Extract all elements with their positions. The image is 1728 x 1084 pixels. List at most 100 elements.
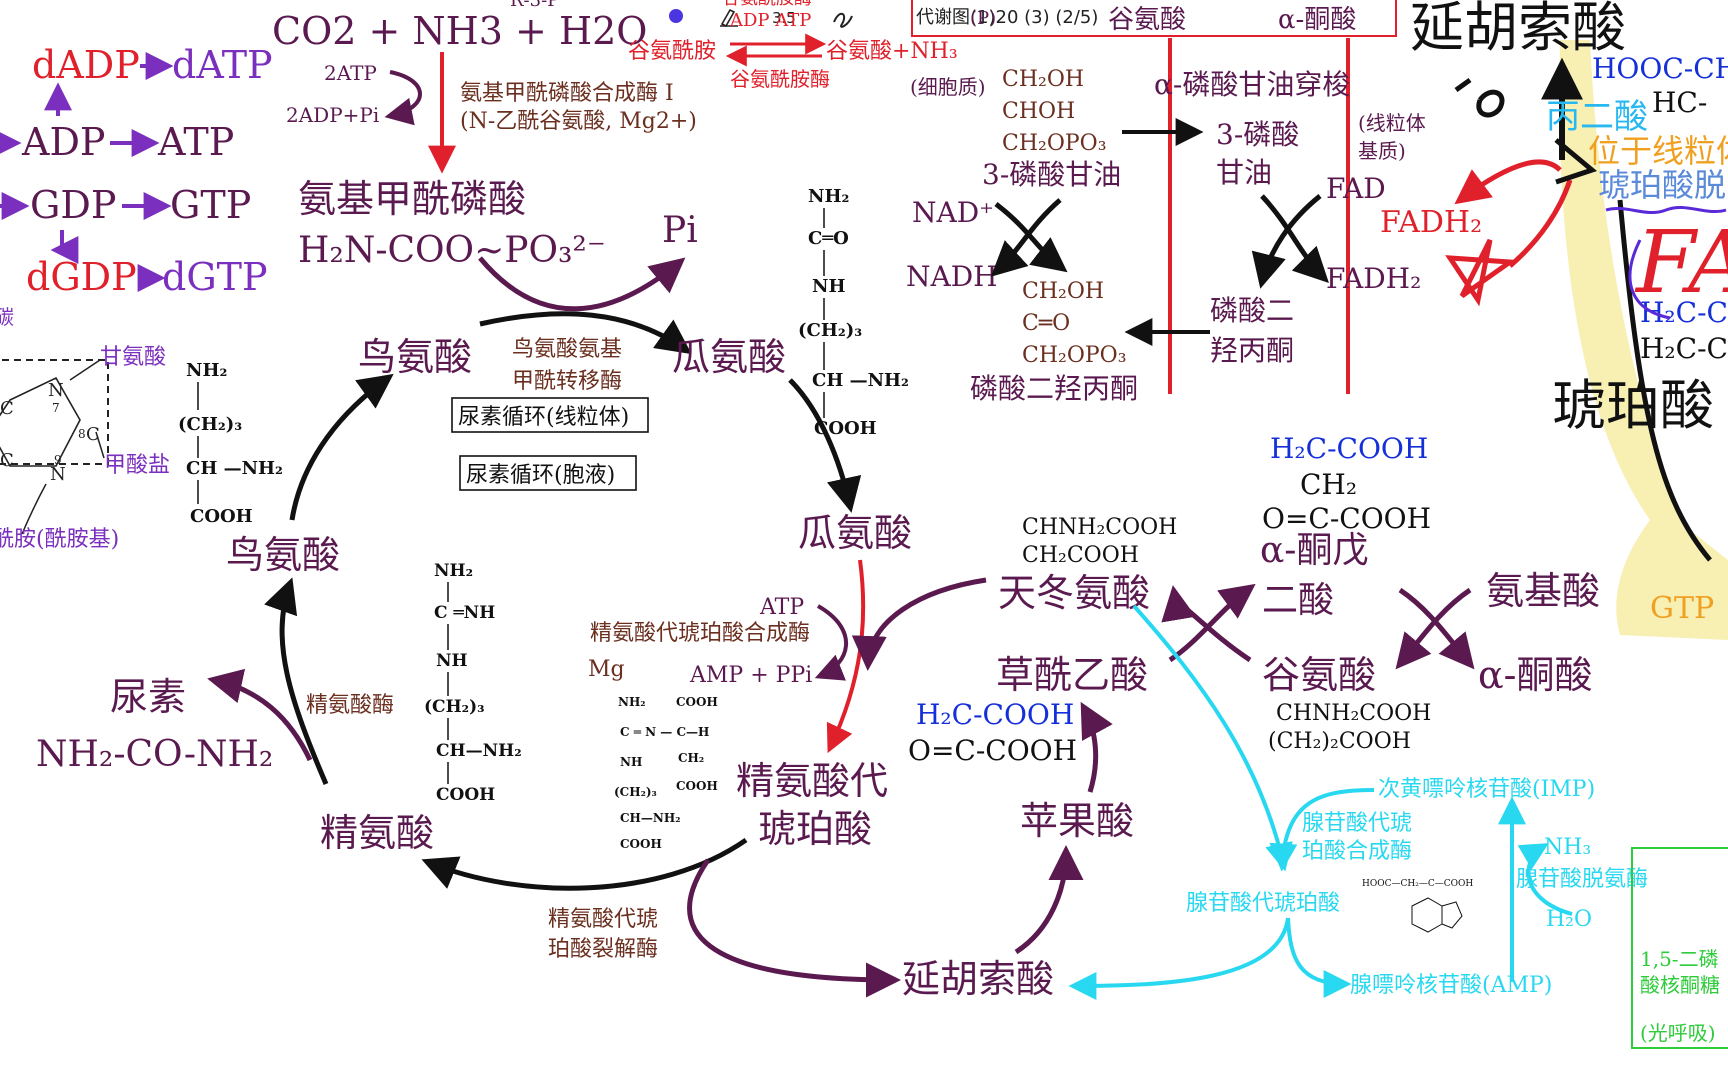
ass-amp: AMP + PPi: [689, 663, 812, 688]
akg-formula-3: O=C-COOH: [1262, 502, 1431, 535]
fadh2-red: FADH₂: [1380, 205, 1482, 240]
dhap-ch2opo3: CH₂OPO₃: [1022, 343, 1127, 368]
box-alpha-keto: α-酮酸: [1278, 5, 1356, 35]
as-cooh2: COOH: [676, 779, 718, 793]
amide-label: 酰胺(酰胺基): [0, 527, 119, 552]
purine-ring-fragment: N 7 8 C 9 N C C 甘氨酸 甲酸盐 酰胺(酰胺基) 碳: [0, 305, 170, 552]
as-nh2: NH₂: [618, 695, 646, 709]
box-cyto-label: 尿素循环(胞液): [466, 463, 615, 488]
box-cut-label: (P): [970, 8, 996, 29]
malonate-label: 丙二酸: [1546, 97, 1648, 137]
nh3-release-curve: [1517, 843, 1573, 916]
red-scribble-arrow: [1454, 159, 1562, 205]
annotation-toolbar[interactable]: 3.5 代谢图(1)20 (3) (2/5): [669, 7, 1098, 28]
arrow-citrulline-argsucc: [826, 559, 866, 754]
mito-matrix-1: (线粒体: [1358, 111, 1426, 135]
as-ch-nh2: CH—NH₂: [620, 811, 680, 825]
glutaminase-label: 谷氨酰胺酶: [730, 67, 830, 91]
datp-label: dATP: [172, 43, 273, 87]
arrow-arginine-ornithine: [264, 577, 329, 785]
akg-formula-1: H₂C-COOH: [1270, 432, 1428, 465]
dhap-right-2: 羟丙酮: [1210, 334, 1294, 367]
nad-label: NAD⁺: [912, 196, 994, 229]
hc-label: HC-: [1652, 86, 1707, 119]
otc-enzyme-2: 甲酰转移酶: [512, 369, 622, 394]
asl-line1: 精氨酸代琥: [548, 907, 658, 932]
n7-atom: N: [48, 380, 64, 401]
arg-nh: NH: [436, 651, 468, 671]
adss-label-1: 腺苷酸代琥: [1302, 811, 1412, 836]
ornithine-left: 鸟氨酸: [226, 533, 340, 577]
cytoplasm-label: (细胞质): [910, 75, 986, 99]
urea-formula: NH₂-CO-NH₂: [36, 734, 273, 775]
struct-ch-nh2: CH —NH₂: [186, 458, 283, 479]
cps1-enzyme: 氨基甲酰磷酸合成酶 I: [460, 81, 674, 106]
formate-label: 甲酸盐: [104, 453, 170, 478]
document-title: 代谢图(1)20 (3) (2/5): [916, 7, 1098, 28]
amino-acid-label: 氨基酸: [1486, 569, 1600, 613]
arrow-asp-adsucc: [1132, 604, 1293, 872]
ornithine-structure: NH₂ (CH₂)₃ CH —NH₂ COOH: [178, 360, 283, 527]
h2o-label: H₂O: [1546, 907, 1592, 932]
asp-akg-cross-3: [1161, 585, 1196, 623]
carbamoyl-phosphate-name: 氨基甲酰磷酸: [298, 177, 526, 221]
right-edge-annotations: 延胡索酸 HOOC-CH HC- 丙二酸 位于线粒体 琥珀酸脱 FADH₂ FA…: [1380, 0, 1728, 1049]
reactants-label: CO2 + NH3 + H2O: [272, 9, 647, 53]
hooc-label: HOOC-CH: [1592, 52, 1728, 85]
akg-label-2: 二酸: [1262, 580, 1334, 621]
succinate-big: 琥珀酸: [1552, 374, 1714, 437]
otc-enzyme-1: 鸟氨酸氨基: [512, 337, 622, 362]
arrow-argsucc-arginine: [421, 837, 748, 891]
ornithine-top: 鸟氨酸: [358, 335, 472, 379]
box-glutamate: 谷氨酸: [1108, 5, 1186, 35]
shuttle-title: α-磷酸甘油穿梭: [1154, 68, 1350, 101]
arginine-label: 精氨酸: [320, 811, 434, 855]
arrow-arginine-urea: [207, 668, 313, 762]
red-hook: [1508, 179, 1573, 268]
rubp-label-2: 酸核酮糖: [1640, 973, 1720, 997]
dhap-right-1: 磷酸二: [1210, 294, 1294, 327]
transamination: H₂C-COOH CH₂ O=C-COOH α-酮戊 二酸 氨基酸 谷氨酸 α-…: [1161, 432, 1600, 754]
cit-nh: NH: [812, 276, 845, 297]
fad-cross-2: [1260, 194, 1329, 283]
asp-formula-1: CHNH₂COOH: [1022, 515, 1177, 540]
akg-formula-2: CH₂: [1300, 468, 1357, 501]
glycine-pointer: [69, 359, 101, 381]
g3p-ch2opo3: CH₂OPO₃: [1002, 131, 1107, 156]
g3p-label: 3-磷酸甘油: [982, 158, 1121, 191]
arg-nh2: NH₂: [434, 561, 473, 581]
struct-cooh: COOH: [190, 506, 253, 527]
two-adp-pi-label: 2ADP+Pi: [286, 103, 379, 127]
asp-akg-cross-2: [1168, 583, 1256, 663]
gdp-label: GDP: [30, 183, 116, 227]
succdh-label: 琥珀酸脱: [1598, 166, 1726, 204]
adenine-mini-structure: [1411, 897, 1463, 933]
dadp-label: dADP: [32, 43, 140, 87]
struct-ch2-3: (CH₂)₃: [178, 414, 242, 435]
black-scribble: [1454, 77, 1598, 185]
arg-cnh: C ═NH: [434, 603, 495, 623]
arg-ch2-3: (CH₂)₃: [424, 697, 485, 717]
imp-label: 次黄嘌呤核苷酸(IMP): [1378, 777, 1595, 802]
c-left-atom-2: C: [0, 450, 14, 471]
located-label: 位于线粒体: [1588, 132, 1728, 170]
aa-glu-cross-2: [1398, 587, 1475, 670]
gtp-label: GTP: [170, 183, 251, 227]
gtp-orange: GTP: [1650, 591, 1714, 626]
carbamoyl-phosphate-synthesis: R-3-P CO2 + NH3 + H2O 2ATP 2ADP+Pi 氨基甲酰磷…: [272, 0, 698, 312]
as-cnc: C ═ N — C—H: [620, 725, 709, 739]
pen-color-dot[interactable]: [669, 9, 683, 23]
c8-index: 8: [78, 427, 86, 441]
arrow-malate-oaa: [1080, 701, 1113, 793]
ass-enzyme: 精氨酸代琥珀酸合成酶: [590, 621, 810, 646]
signature-icon[interactable]: [833, 12, 853, 28]
adp-atp-label: ADP ATP: [729, 10, 811, 31]
atp-label: ATP: [157, 120, 234, 164]
citrulline-structure: NH₂ C═O NH (CH₂)₃ CH —NH₂ COOH: [798, 186, 909, 439]
mito-matrix-2: 基质): [1358, 139, 1406, 163]
purple-scribble: [1605, 205, 1727, 320]
dgtp-label: dGTP: [162, 255, 268, 299]
pen-icon[interactable]: [720, 8, 738, 28]
struct-nh2: NH₂: [186, 360, 227, 381]
pen-size: 3.5: [772, 9, 796, 27]
